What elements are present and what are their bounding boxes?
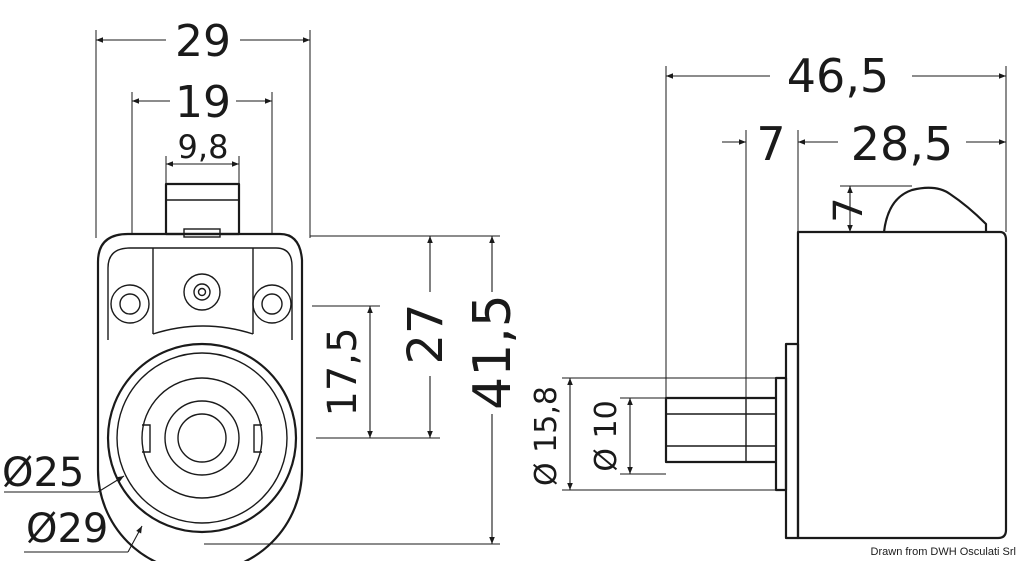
label-27: 27: [398, 303, 454, 364]
collar: [784, 342, 800, 540]
label-diameter-15-8: Ø 15,8: [529, 386, 564, 486]
dim-diameter-29: Ø29: [24, 506, 143, 553]
label-17-5: 17,5: [320, 327, 366, 416]
dim-width-29: 29: [95, 16, 311, 238]
label-46-5: 46,5: [787, 49, 889, 103]
dim-width-19: 19: [131, 77, 273, 234]
label-19: 19: [175, 77, 231, 128]
flange: [774, 376, 788, 492]
dim-length-46-5: 46,5: [665, 49, 1007, 398]
dim-cap-7: 7: [826, 185, 912, 233]
left-screw-hole: [110, 284, 150, 324]
lock-body-side: [796, 230, 1008, 540]
dim-diameter-15-8: Ø 15,8: [529, 377, 776, 491]
drawing-credit: Drawn from DWH Osculati Srl: [870, 546, 1016, 558]
side-view: [664, 186, 1008, 540]
label-7: 7: [756, 117, 785, 171]
label-diameter-10: Ø 10: [589, 400, 624, 471]
dim-diameter-10: Ø 10: [589, 397, 666, 475]
label-cap-7: 7: [826, 197, 872, 222]
dim-height-27: 27: [310, 235, 454, 439]
dim-diameter-25: Ø25: [2, 450, 125, 496]
latch-block: [164, 182, 241, 236]
dim-length-28-5: 28,5: [798, 117, 1006, 171]
front-view: [96, 182, 304, 561]
label-diameter-29: Ø29: [26, 506, 108, 552]
dim-length-7: 7: [722, 117, 799, 398]
label-28-5: 28,5: [851, 117, 953, 171]
label-41-5: 41,5: [463, 294, 523, 410]
dim-height-17-5: 17,5: [312, 305, 380, 439]
latch-cap: [882, 186, 988, 233]
cylinder-shaft: [664, 396, 776, 464]
label-9-8: 9,8: [178, 128, 229, 166]
lock-body-outline: [96, 232, 304, 561]
label-diameter-25: Ø25: [2, 450, 84, 496]
dim-height-41-5: 41,5: [204, 235, 523, 545]
label-29: 29: [175, 16, 231, 67]
centre-pin: [183, 273, 221, 311]
dim-width-9-8: 9,8: [165, 128, 240, 184]
cylinder-front: [106, 342, 298, 534]
right-screw-hole: [252, 284, 292, 324]
